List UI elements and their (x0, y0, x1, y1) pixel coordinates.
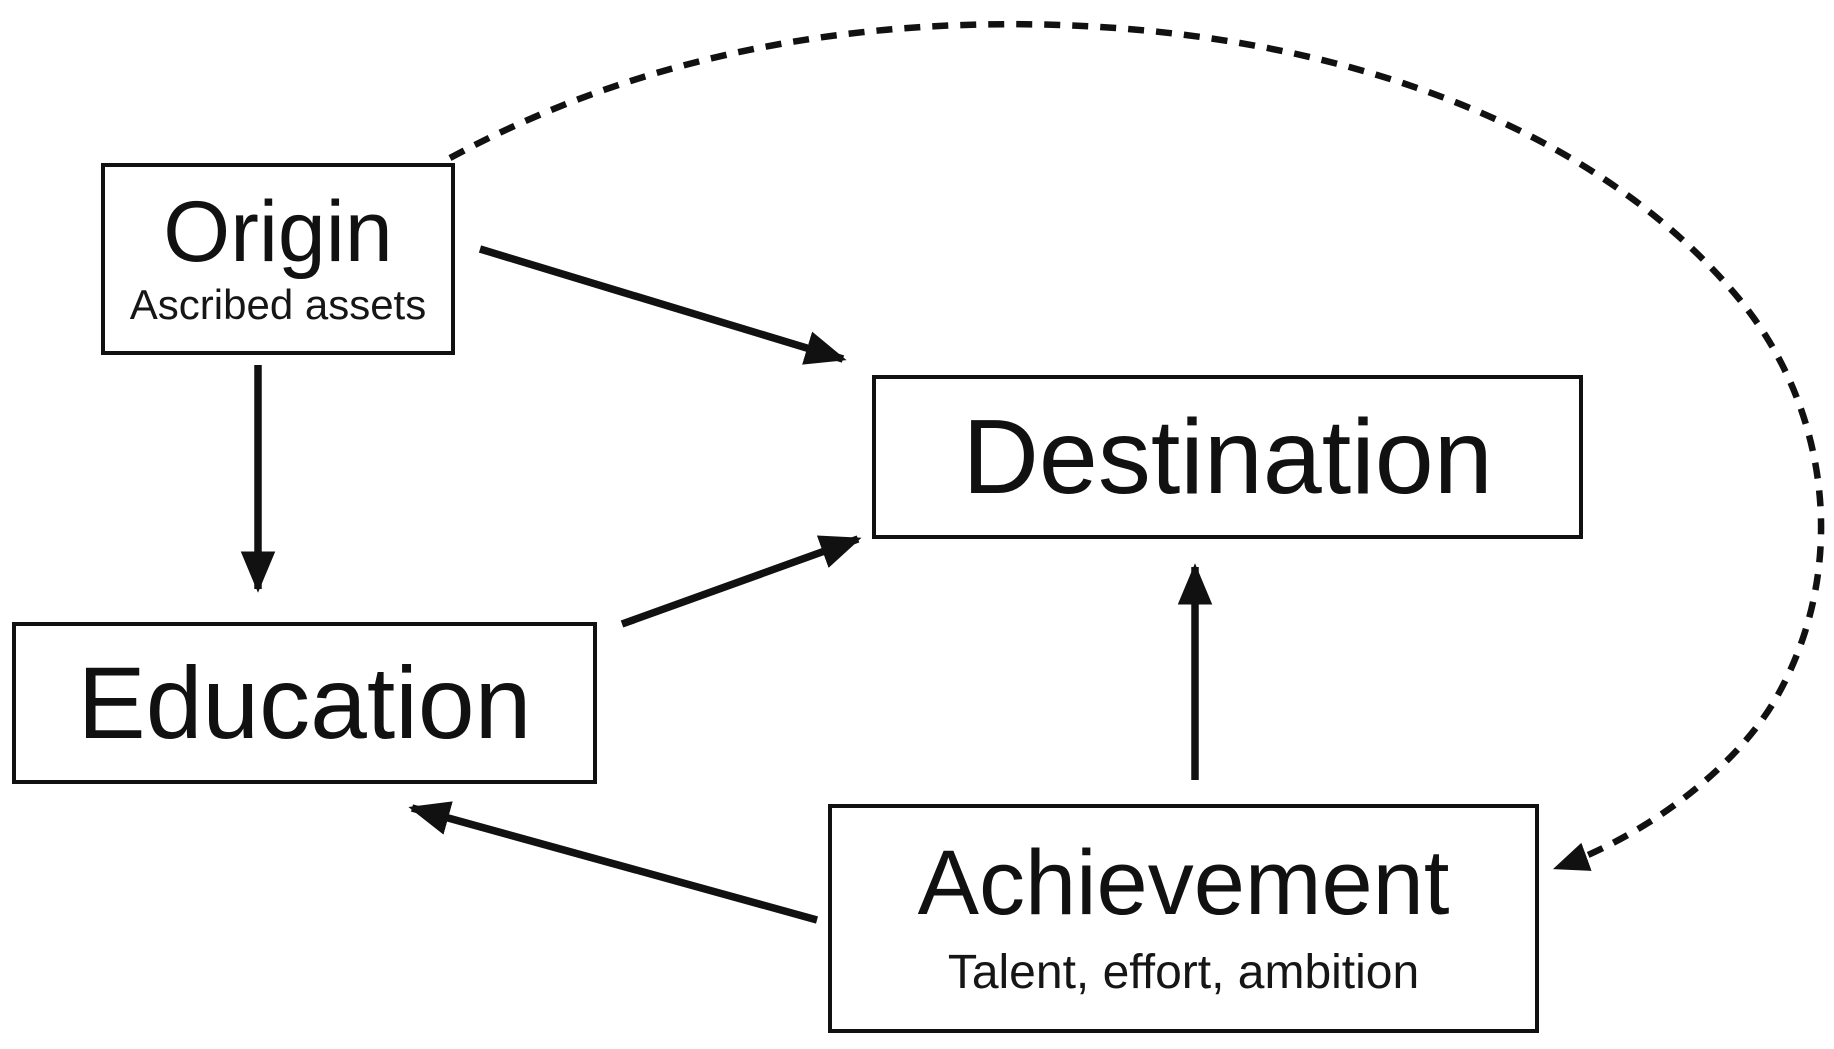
edge-origin-to-achievement-dashed (448, 20, 1825, 872)
edge-education-to-destination (620, 535, 862, 628)
node-achievement-title: Achievement (917, 831, 1450, 934)
node-destination: Destination (872, 375, 1583, 539)
node-achievement: Achievement Talent, effort, ambition (828, 804, 1539, 1033)
edge-achievement-to-education (408, 801, 818, 924)
edge-origin-to-destination (478, 245, 847, 365)
node-origin: Origin Ascribed assets (101, 163, 455, 355)
node-destination-title: Destination (962, 397, 1493, 516)
node-education: Education (12, 622, 597, 784)
node-origin-subtitle: Ascribed assets (129, 280, 427, 328)
node-origin-title: Origin (163, 183, 393, 280)
node-education-title: Education (77, 645, 532, 760)
node-achievement-subtitle: Talent, effort, ambition (947, 945, 1420, 999)
